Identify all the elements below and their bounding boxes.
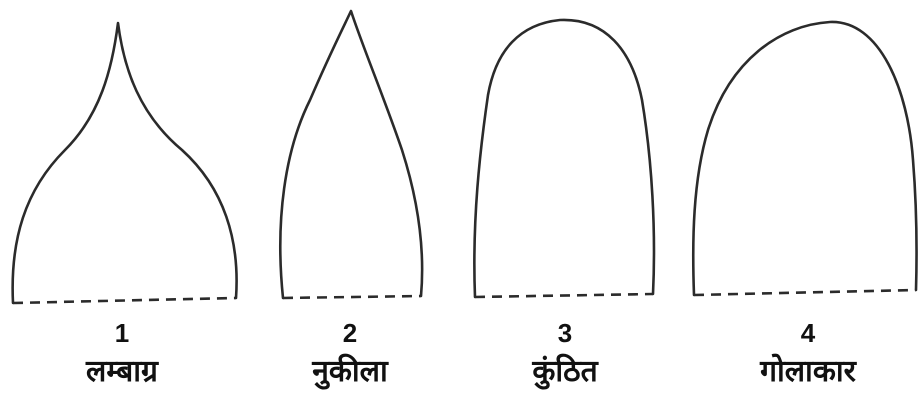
- shape-4-outline: [693, 22, 916, 295]
- shape-2-label: नुकीला: [250, 350, 450, 394]
- shape-1-label: लम्बाग्र: [22, 350, 222, 394]
- shape-4-number: 4: [708, 318, 908, 348]
- shape-2-outline: [280, 11, 422, 298]
- shape-4-rounded: [693, 22, 916, 295]
- shape-3-label: कुंठित: [465, 350, 665, 394]
- shape-4-caption: 4 गोलाकार: [708, 318, 908, 394]
- shape-1-outline: [13, 23, 237, 303]
- shape-4-base-dashed: [694, 290, 916, 295]
- shape-2-caption: 2 नुकीला: [250, 318, 450, 394]
- shape-3-caption: 3 कुंठित: [465, 318, 665, 394]
- shape-3-obtuse: [474, 20, 654, 297]
- shape-1-acuminate: [13, 23, 237, 303]
- shape-4-label: गोलाकार: [708, 350, 908, 394]
- shape-2-base-dashed: [283, 296, 421, 298]
- shape-1-number: 1: [22, 318, 222, 348]
- shape-3-base-dashed: [475, 294, 653, 297]
- shape-2-number: 2: [250, 318, 450, 348]
- shape-2-acute: [280, 11, 422, 298]
- shape-3-outline: [474, 20, 654, 297]
- shape-3-number: 3: [465, 318, 665, 348]
- shape-1-base-dashed: [13, 298, 236, 303]
- shape-1-caption: 1 लम्बाग्र: [22, 318, 222, 394]
